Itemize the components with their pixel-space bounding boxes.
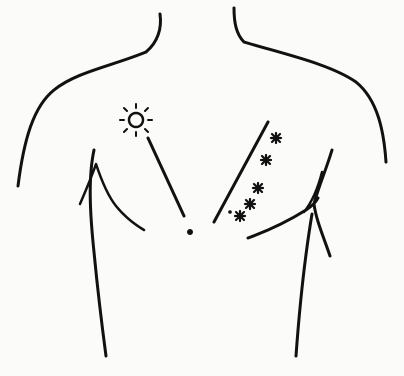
sun-symbol-icon bbox=[120, 104, 152, 136]
right-central-line bbox=[214, 122, 268, 222]
left-shoulder-line bbox=[18, 52, 146, 186]
right-torso-outline bbox=[314, 150, 332, 256]
asterisk-icon bbox=[253, 183, 263, 193]
neck-left-line bbox=[146, 14, 160, 52]
right-lower-torso-outline bbox=[296, 214, 312, 356]
right-chest-outline bbox=[248, 198, 318, 238]
left-central-line bbox=[148, 138, 184, 216]
small-dot-marker bbox=[228, 210, 232, 214]
left-torso-outline bbox=[90, 150, 106, 356]
asterisk-icon bbox=[271, 133, 281, 143]
asterisk-icon bbox=[245, 199, 255, 209]
asterisk-icon bbox=[261, 155, 271, 165]
small-dot-marker bbox=[187, 229, 193, 235]
neck-right-line bbox=[234, 8, 244, 42]
right-shoulder-line bbox=[244, 42, 386, 162]
asterisk-icon bbox=[235, 211, 245, 221]
